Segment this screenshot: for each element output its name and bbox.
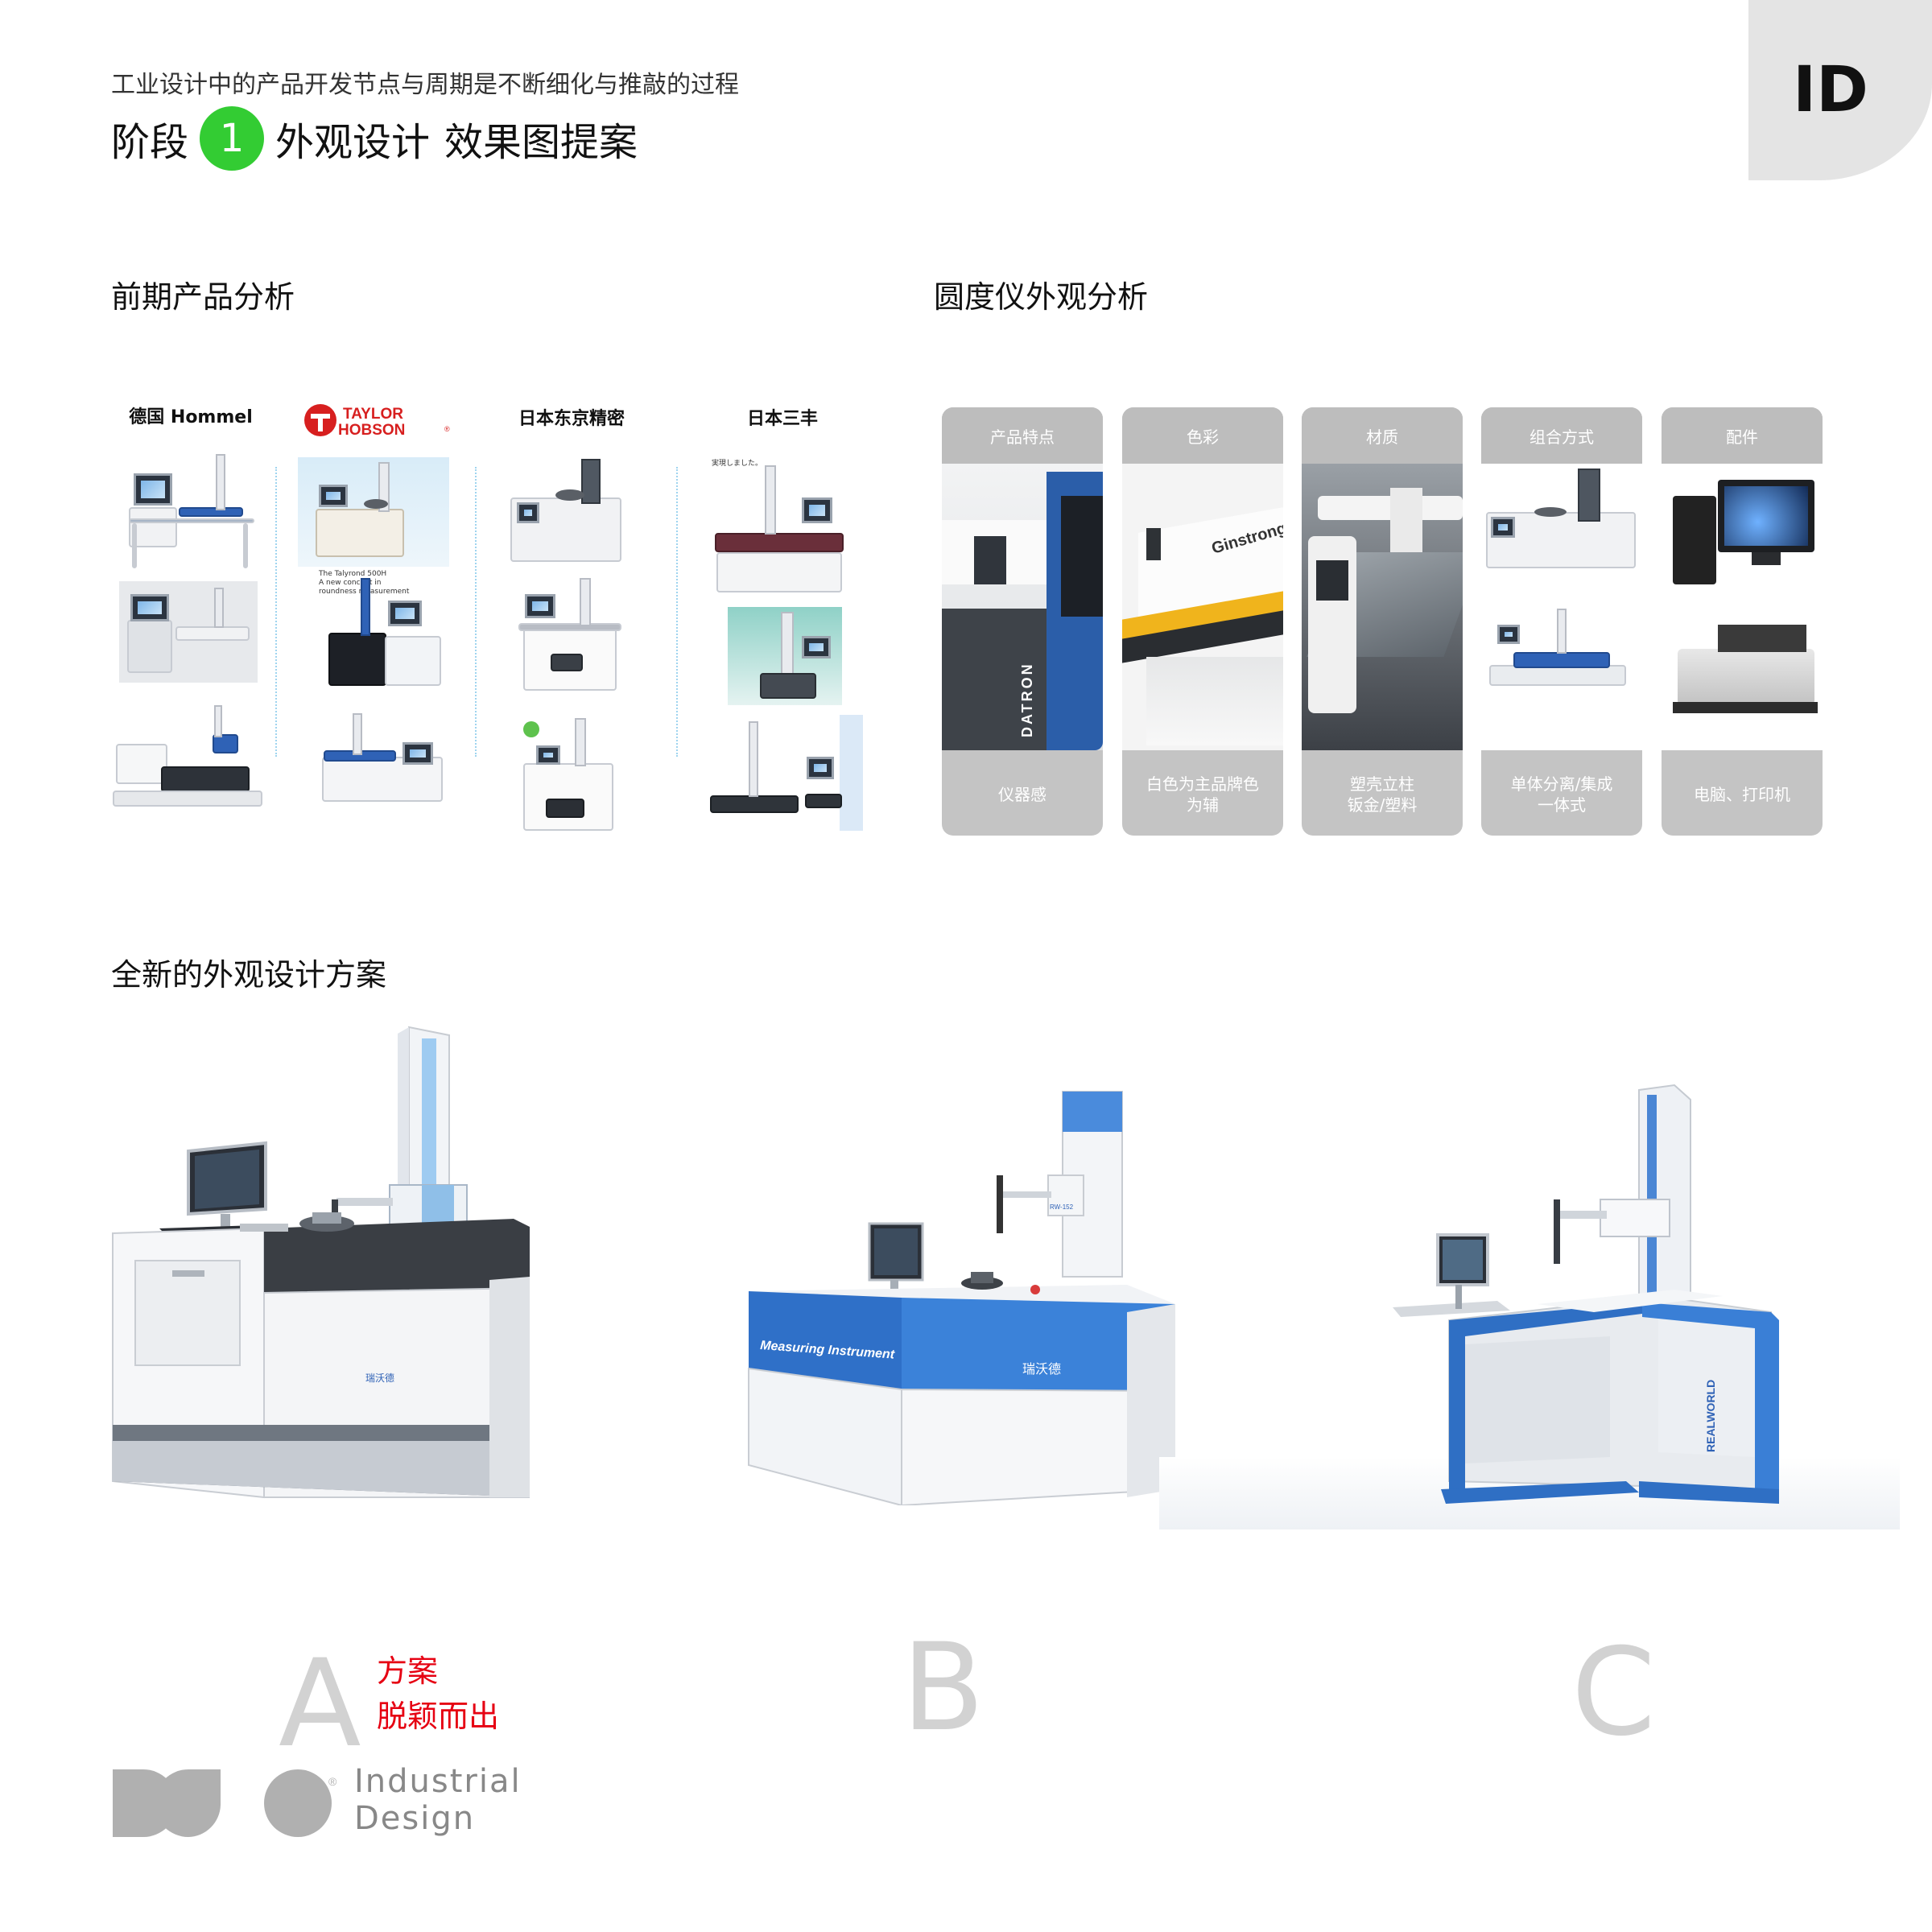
product-image-hommel-1 — [129, 451, 258, 572]
stage-heading: 阶段 1 外观设计 效果图提案 — [111, 106, 646, 171]
competitor-column-mitutoyo: 日本三丰 — [702, 404, 863, 430]
duo-logo-mark: ® — [113, 1769, 337, 1837]
analysis-card-color: 色彩 Ginstrong 白色为主品牌色 为辅 — [1122, 407, 1283, 836]
design-b-render: RW-152 Measuring Instrument 瑞沃德 — [741, 1087, 1176, 1507]
section-title-new-design: 全新的外观设计方案 — [111, 957, 387, 993]
product-image-taylor-3 — [317, 713, 448, 816]
brand-label-tokyo-seimitsu: 日本东京精密 — [518, 409, 625, 429]
brand-label-mitutoyo: 日本三丰 — [746, 409, 818, 429]
stage-highlight: 效果图提案 — [441, 110, 646, 167]
stage-title: 外观设计 — [275, 120, 431, 165]
card-foot: 白色为主品牌色 为辅 — [1146, 774, 1259, 815]
card-foot: 塑壳立柱 钣金/塑料 — [1347, 774, 1418, 815]
taylor-hobson-logo: TAYLOR HOBSON ® — [304, 404, 450, 439]
design-b-brand: 瑞沃德 — [1022, 1362, 1061, 1377]
design-c-brand: REALWORLD — [1704, 1380, 1717, 1452]
product-image-hommel-2 — [119, 581, 258, 683]
product-image-tokyo-1 — [507, 456, 626, 568]
duo-logo-text: Industrial Design — [354, 1763, 522, 1837]
page-subtitle: 工业设计中的产品开发节点与周期是不断细化与推敲的过程 — [111, 71, 739, 99]
column-divider — [676, 467, 678, 757]
product-image-mitutoyo-2 — [728, 607, 842, 705]
duo-logo: ® — [111, 1768, 530, 1840]
card-foot: 单体分离/集成 一体式 — [1510, 774, 1613, 815]
competitor-column-hommel: 德国 Hommel — [113, 402, 269, 428]
design-b-letter: B — [902, 1618, 985, 1758]
mitutoyo-caption: 実現しました。 — [712, 460, 763, 468]
analysis-card-accessories: 配件 电脑、打印机 — [1662, 407, 1823, 836]
product-image-tokyo-2 — [518, 576, 625, 697]
card-head: 材质 — [1302, 407, 1463, 464]
competitor-column-taylor-hobson: TAYLOR HOBSON ® — [298, 402, 454, 441]
card-image-combination — [1481, 464, 1642, 750]
design-c-letter: C — [1571, 1623, 1656, 1763]
product-image-taylor-1 — [298, 457, 449, 567]
card-image-color: Ginstrong — [1122, 464, 1283, 750]
analysis-card-material: 材质 塑壳立柱 钣金/塑料 — [1302, 407, 1463, 836]
design-a-render: 瑞沃德 — [111, 1022, 530, 1505]
card-head: 产品特点 — [942, 407, 1103, 464]
column-divider — [475, 467, 477, 757]
registered-mark: ® — [444, 425, 450, 433]
design-a-brand: 瑞沃德 — [365, 1372, 394, 1384]
design-a-callout: 方案 脱颖而出 — [377, 1653, 500, 1734]
taylor-hobson-line-2: HOBSON — [338, 422, 405, 438]
card-head: 组合方式 — [1481, 407, 1642, 464]
id-badge-text: ID — [1793, 54, 1868, 126]
analysis-card-combination: 组合方式 单体分离/集成 一体式 — [1481, 407, 1642, 836]
card-foot: 电脑、打印机 — [1694, 785, 1790, 804]
product-image-hommel-3 — [113, 702, 262, 819]
brand-label-hommel: 德国 Hommel — [129, 407, 253, 427]
logo-registered-mark: ® — [328, 1775, 337, 1788]
product-image-taylor-2 — [325, 576, 452, 691]
card-foot: 仪器感 — [998, 785, 1046, 804]
stage-number-badge: 1 — [200, 106, 265, 171]
card-image-accessories — [1662, 464, 1823, 750]
design-a-letter: A — [279, 1634, 361, 1774]
stage-label: 阶段 — [111, 120, 189, 165]
id-corner-badge: ID — [1748, 0, 1932, 180]
product-image-tokyo-3 — [518, 715, 623, 834]
analysis-card-features: 产品特点 DATRON 仪器感 — [942, 407, 1103, 836]
card-head: 色彩 — [1122, 407, 1283, 464]
taylor-hobson-line-1: TAYLOR — [343, 406, 403, 423]
card-image-material — [1302, 464, 1463, 750]
product-image-mitutoyo-3 — [707, 715, 863, 831]
card-image-features: DATRON — [942, 464, 1103, 750]
section-title-appearance: 圆度仪外观分析 — [934, 279, 1149, 315]
datron-label: DATRON — [1019, 662, 1035, 737]
column-divider — [275, 467, 277, 757]
card-head: 配件 — [1662, 407, 1823, 464]
competitor-column-tokyo-seimitsu: 日本东京精密 — [499, 404, 644, 430]
product-image-mitutoyo-1 — [712, 464, 852, 601]
section-title-competitor: 前期产品分析 — [111, 279, 295, 315]
design-c-render: REALWORLD — [1159, 1079, 1900, 1530]
design-b-model: RW-152 — [1050, 1203, 1074, 1211]
